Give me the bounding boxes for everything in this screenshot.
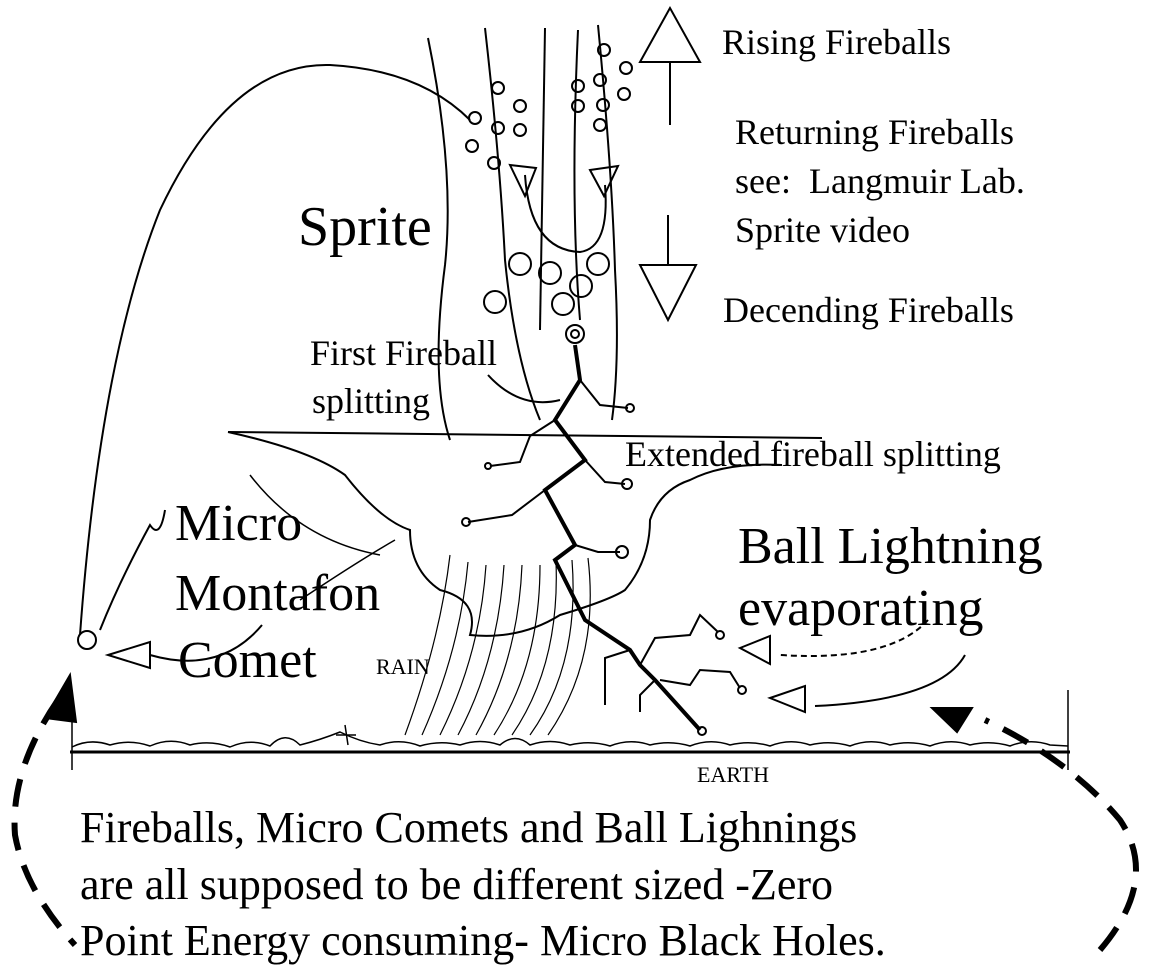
descending-fireballs [484, 253, 609, 343]
descending-fireballs-label: Decending Fireballs [723, 290, 1014, 330]
caption-line-3: Point Energy consuming- Micro Black Hole… [80, 916, 886, 965]
splitting-label: splitting [312, 381, 430, 421]
rising-arrow [640, 8, 700, 125]
evaporating-label: evaporating [738, 580, 983, 637]
rising-fireballs-label: Rising Fireballs [722, 22, 951, 62]
sprite-column [428, 25, 617, 440]
sprite-label: Sprite [298, 196, 432, 258]
first-fireball-label: First Fireball [310, 333, 497, 373]
rain-label: RAIN [376, 654, 430, 679]
descending-arrow [640, 215, 696, 320]
lightning-channel [462, 345, 746, 735]
earth-label: EARTH [697, 762, 769, 787]
montafon-label: Montafon [175, 565, 380, 622]
langmuir-lab-label: see: Langmuir Lab. [735, 161, 1025, 201]
comet-label: Comet [178, 632, 317, 689]
caption-line-1: Fireballs, Micro Comets and Ball Lighnin… [80, 803, 857, 852]
ground [70, 690, 1070, 770]
rising-fireballs [466, 44, 632, 169]
extended-splitting-label: Extended fireball splitting [625, 434, 1001, 474]
returning-loop [510, 165, 618, 252]
returning-fireballs-label: Returning Fireballs [735, 112, 1014, 152]
splitting-arc [488, 375, 560, 402]
micro-label: Micro [175, 495, 302, 552]
ball-lightning-label: Ball Lightning [738, 518, 1043, 575]
rain-streaks [405, 555, 590, 735]
caption-line-2: are all supposed to be different sized -… [80, 860, 833, 909]
sprite-video-label: Sprite video [735, 210, 910, 250]
